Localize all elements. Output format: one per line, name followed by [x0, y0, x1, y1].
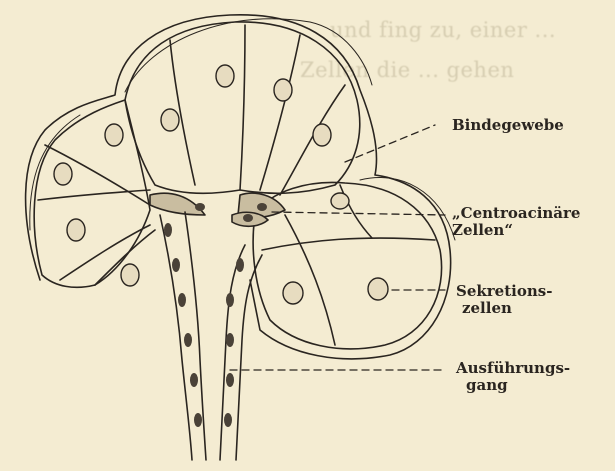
centroacinar-nucleus [243, 214, 253, 222]
label-ausfuehrungsgang: Ausführungs- gang [456, 360, 570, 394]
label-centroacinaere-zellen: „Centroacinäre Zellen“ [452, 205, 580, 239]
top-cell-wall-2 [240, 25, 245, 190]
nucleus [67, 219, 85, 241]
duct-nucleus [226, 373, 234, 387]
label-bindegewebe-text: Bindegewebe [452, 116, 564, 134]
duct-nucleus [184, 333, 192, 347]
nucleus [105, 124, 123, 146]
connective-tissue-fiber-1 [125, 19, 372, 92]
label-sekretionszellen-line2: zellen [456, 300, 552, 317]
duct-nucleus [224, 413, 232, 427]
label-centroacinaere-line2: Zellen“ [452, 222, 580, 239]
label-centroacinaere-line1: „Centroacinäre [452, 205, 580, 222]
label-sekretionszellen-line1: Sekretions- [456, 283, 552, 300]
nucleus [331, 193, 349, 209]
duct-nucleus [164, 223, 172, 237]
centroacinar-nucleus [257, 203, 267, 211]
label-ausfuehrungsgang-line2: gang [456, 377, 570, 394]
duct-nucleus [172, 258, 180, 272]
duct-nucleus [190, 373, 198, 387]
duct-nucleus [178, 293, 186, 307]
top-cell-wall-3 [260, 35, 300, 190]
nucleus [216, 65, 234, 87]
top-cell-wall-4 [280, 85, 345, 195]
top-acinus-outline [125, 22, 360, 193]
duct-nucleus [226, 333, 234, 347]
centroacinar-nucleus [195, 203, 205, 211]
connective-tissue-membrane [26, 15, 451, 359]
duct-nucleus [236, 258, 244, 272]
right-cell-wall-2 [285, 215, 335, 345]
nucleus [313, 124, 331, 146]
nucleus [283, 282, 303, 304]
right-cell-wall-3 [340, 185, 372, 238]
label-bindegewebe: Bindegewebe [452, 117, 564, 134]
label-sekretionszellen: Sekretions- zellen [456, 283, 552, 317]
nucleus [54, 163, 72, 185]
duct-nucleus [194, 413, 202, 427]
duct-nucleus [226, 293, 234, 307]
leader-bindegewebe [345, 125, 435, 162]
nucleus [121, 264, 139, 286]
nucleus [161, 109, 179, 131]
label-ausfuehrungsgang-line1: Ausführungs- [456, 360, 570, 377]
right-cell-wall-1 [262, 238, 435, 250]
nucleus [368, 278, 388, 300]
nucleus [274, 79, 292, 101]
